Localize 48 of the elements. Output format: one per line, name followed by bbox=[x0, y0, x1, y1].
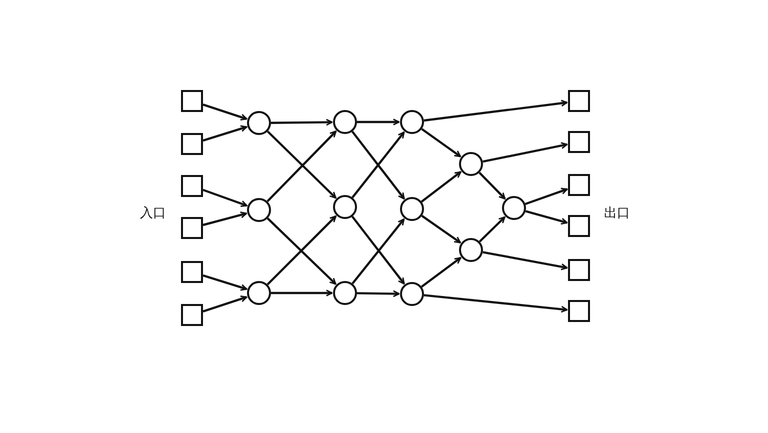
circle-node bbox=[333, 110, 357, 134]
arrow bbox=[202, 211, 248, 226]
arrow bbox=[525, 210, 568, 225]
arrow bbox=[202, 274, 248, 291]
arrow bbox=[482, 142, 568, 163]
arrow bbox=[421, 128, 462, 158]
arrow bbox=[270, 118, 333, 126]
arrow bbox=[357, 118, 400, 126]
arrow bbox=[202, 188, 248, 208]
arrow bbox=[478, 216, 506, 242]
arrow bbox=[424, 294, 568, 313]
arrow bbox=[421, 214, 461, 244]
arrow bbox=[420, 171, 462, 203]
square-box bbox=[181, 90, 203, 112]
square-box bbox=[181, 261, 203, 283]
square-box bbox=[568, 90, 590, 112]
square-box bbox=[181, 217, 203, 239]
circle-node bbox=[502, 196, 526, 220]
circle-node bbox=[333, 281, 357, 305]
circle-node bbox=[459, 152, 483, 176]
circle-node bbox=[247, 111, 271, 135]
arrow bbox=[478, 172, 506, 200]
circle-node bbox=[400, 110, 424, 134]
square-box bbox=[181, 133, 203, 155]
arrow bbox=[202, 104, 248, 121]
circle-node bbox=[400, 282, 424, 306]
circle-node bbox=[333, 195, 357, 219]
square-box bbox=[568, 174, 590, 196]
arrow bbox=[271, 290, 333, 296]
arrow bbox=[524, 188, 568, 206]
square-box bbox=[568, 215, 590, 237]
square-box bbox=[568, 300, 590, 322]
arrow bbox=[424, 100, 568, 122]
square-box bbox=[568, 259, 590, 281]
arrow bbox=[420, 256, 462, 288]
arrow bbox=[202, 295, 248, 312]
arrow bbox=[356, 290, 400, 298]
square-box bbox=[181, 175, 203, 197]
square-box bbox=[181, 304, 203, 326]
circle-node bbox=[400, 197, 424, 221]
arrow bbox=[482, 251, 568, 270]
circle-node bbox=[459, 238, 483, 262]
circle-node bbox=[247, 198, 271, 222]
side-label: 入口 bbox=[140, 205, 166, 222]
square-box bbox=[568, 131, 590, 153]
side-label: 出口 bbox=[604, 205, 630, 222]
arrow bbox=[202, 125, 248, 142]
circle-node bbox=[247, 281, 271, 305]
